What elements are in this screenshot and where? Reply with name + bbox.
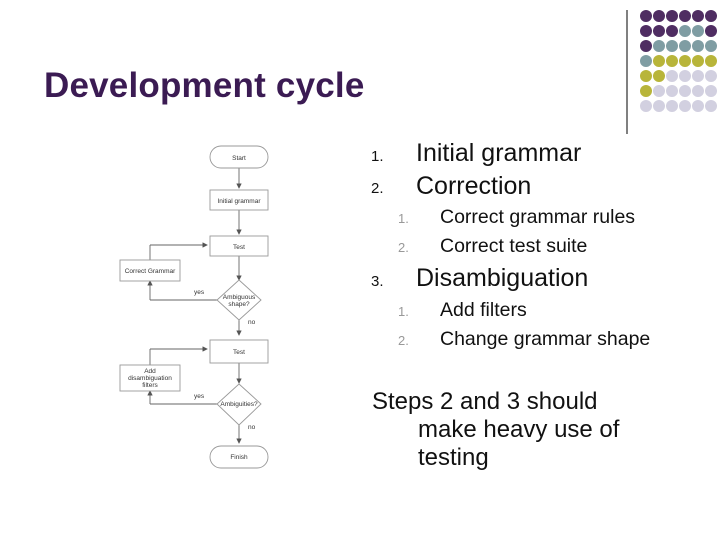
test-node-2 (209, 339, 269, 364)
initial-grammar-label: Initial grammar (218, 198, 262, 205)
subitem-number-2-2: 2. (398, 240, 409, 255)
decorative-dot (692, 85, 704, 97)
decorative-dot (640, 70, 652, 82)
start-label: Start (232, 155, 246, 162)
decorative-dot (653, 70, 665, 82)
add-label-2: disambiguation (128, 375, 172, 382)
decorative-dot (692, 70, 704, 82)
item-text-1: Initial grammar (416, 139, 582, 167)
no-label-1: no (248, 319, 256, 326)
flowchart-svg: Start Initial grammar Test Correct Gramm… (119, 145, 269, 469)
item-number-2: 2. (371, 180, 384, 197)
decorative-dot (705, 55, 717, 67)
decorative-dot (692, 40, 704, 52)
slide-title: Development cycle (44, 66, 365, 105)
subitem-text-2-1: Correct grammar rules (440, 206, 636, 228)
decorative-dot (679, 10, 691, 22)
initial-grammar-node (209, 189, 269, 211)
decorative-dot (653, 55, 665, 67)
decorative-dot (653, 100, 665, 112)
decorative-dot (692, 100, 704, 112)
decorative-dot (666, 40, 678, 52)
decorative-dot (692, 10, 704, 22)
divider-line (626, 10, 628, 134)
correct-grammar-label: Correct Grammar (125, 268, 176, 275)
decorative-dot (653, 85, 665, 97)
start-node (209, 145, 269, 169)
decorative-dot (705, 10, 717, 22)
yes-label-2: yes (194, 393, 205, 400)
correct-grammar-node (119, 259, 181, 282)
decorative-dot (666, 70, 678, 82)
decorative-dot (679, 70, 691, 82)
ambiguous-label-2: shape? (228, 301, 250, 308)
decorative-dot (666, 25, 678, 37)
item-text-2: Correction (416, 172, 532, 200)
subitem-number-2-1: 1. (398, 211, 409, 226)
decorative-dot (705, 25, 717, 37)
item-number-3: 3. (371, 273, 384, 290)
subitem-number-3-1: 1. (398, 304, 409, 319)
decorative-dot (679, 55, 691, 67)
decorative-dot (666, 85, 678, 97)
decorative-dot (666, 100, 678, 112)
summary-line-3: testing (418, 444, 489, 471)
decorative-dot (640, 100, 652, 112)
decorative-dot (666, 55, 678, 67)
summary-line-1: Steps 2 and 3 should (372, 388, 598, 415)
subitem-number-3-2: 2. (398, 333, 409, 348)
ambiguous-label: Ambiguous (223, 294, 256, 301)
decorative-dot (653, 10, 665, 22)
decorative-dot-grid (640, 10, 720, 120)
test-label-1: Test (233, 244, 245, 251)
summary-line-2: make heavy use of (418, 416, 620, 443)
decorative-dot (653, 25, 665, 37)
no-label-2: no (248, 424, 256, 431)
decorative-dot (640, 25, 652, 37)
decorative-dot (679, 85, 691, 97)
add-label-1: Add (144, 368, 156, 375)
decorative-dot (705, 85, 717, 97)
ambiguous-decision (216, 279, 262, 321)
test-label-2: Test (233, 349, 245, 356)
decorative-dot (640, 10, 652, 22)
flowchart-diagram: Start Initial grammar Test Correct Gramm… (110, 138, 290, 478)
decorative-dot (705, 100, 717, 112)
ambiguities-label: Ambiguities? (220, 401, 258, 408)
decorative-dot (679, 40, 691, 52)
decorative-dot (640, 55, 652, 67)
item-number-1: 1. (371, 148, 384, 165)
summary-paragraph: Steps 2 and 3 should make heavy use of t… (372, 388, 692, 472)
add-label-3: filters (142, 382, 158, 389)
subitem-text-3-1: Add filters (440, 299, 527, 321)
decorative-dot (692, 25, 704, 37)
decorative-dot (705, 40, 717, 52)
decorative-dot (640, 40, 652, 52)
decorative-dot (679, 100, 691, 112)
yes-label-1: yes (194, 289, 205, 296)
subitem-text-3-2: Change grammar shape (440, 328, 651, 350)
decorative-dot (640, 85, 652, 97)
ambiguities-decision (216, 383, 262, 426)
decorative-dot (679, 25, 691, 37)
item-text-3: Disambiguation (416, 264, 589, 292)
finish-label: Finish (230, 454, 248, 461)
finish-node (209, 445, 269, 469)
add-filters-node (119, 364, 181, 392)
decorative-dot (653, 40, 665, 52)
decorative-dot (692, 55, 704, 67)
test-node-1 (209, 235, 269, 257)
subitem-text-2-2: Correct test suite (440, 235, 588, 257)
decorative-dot (705, 70, 717, 82)
decorative-dot (666, 10, 678, 22)
